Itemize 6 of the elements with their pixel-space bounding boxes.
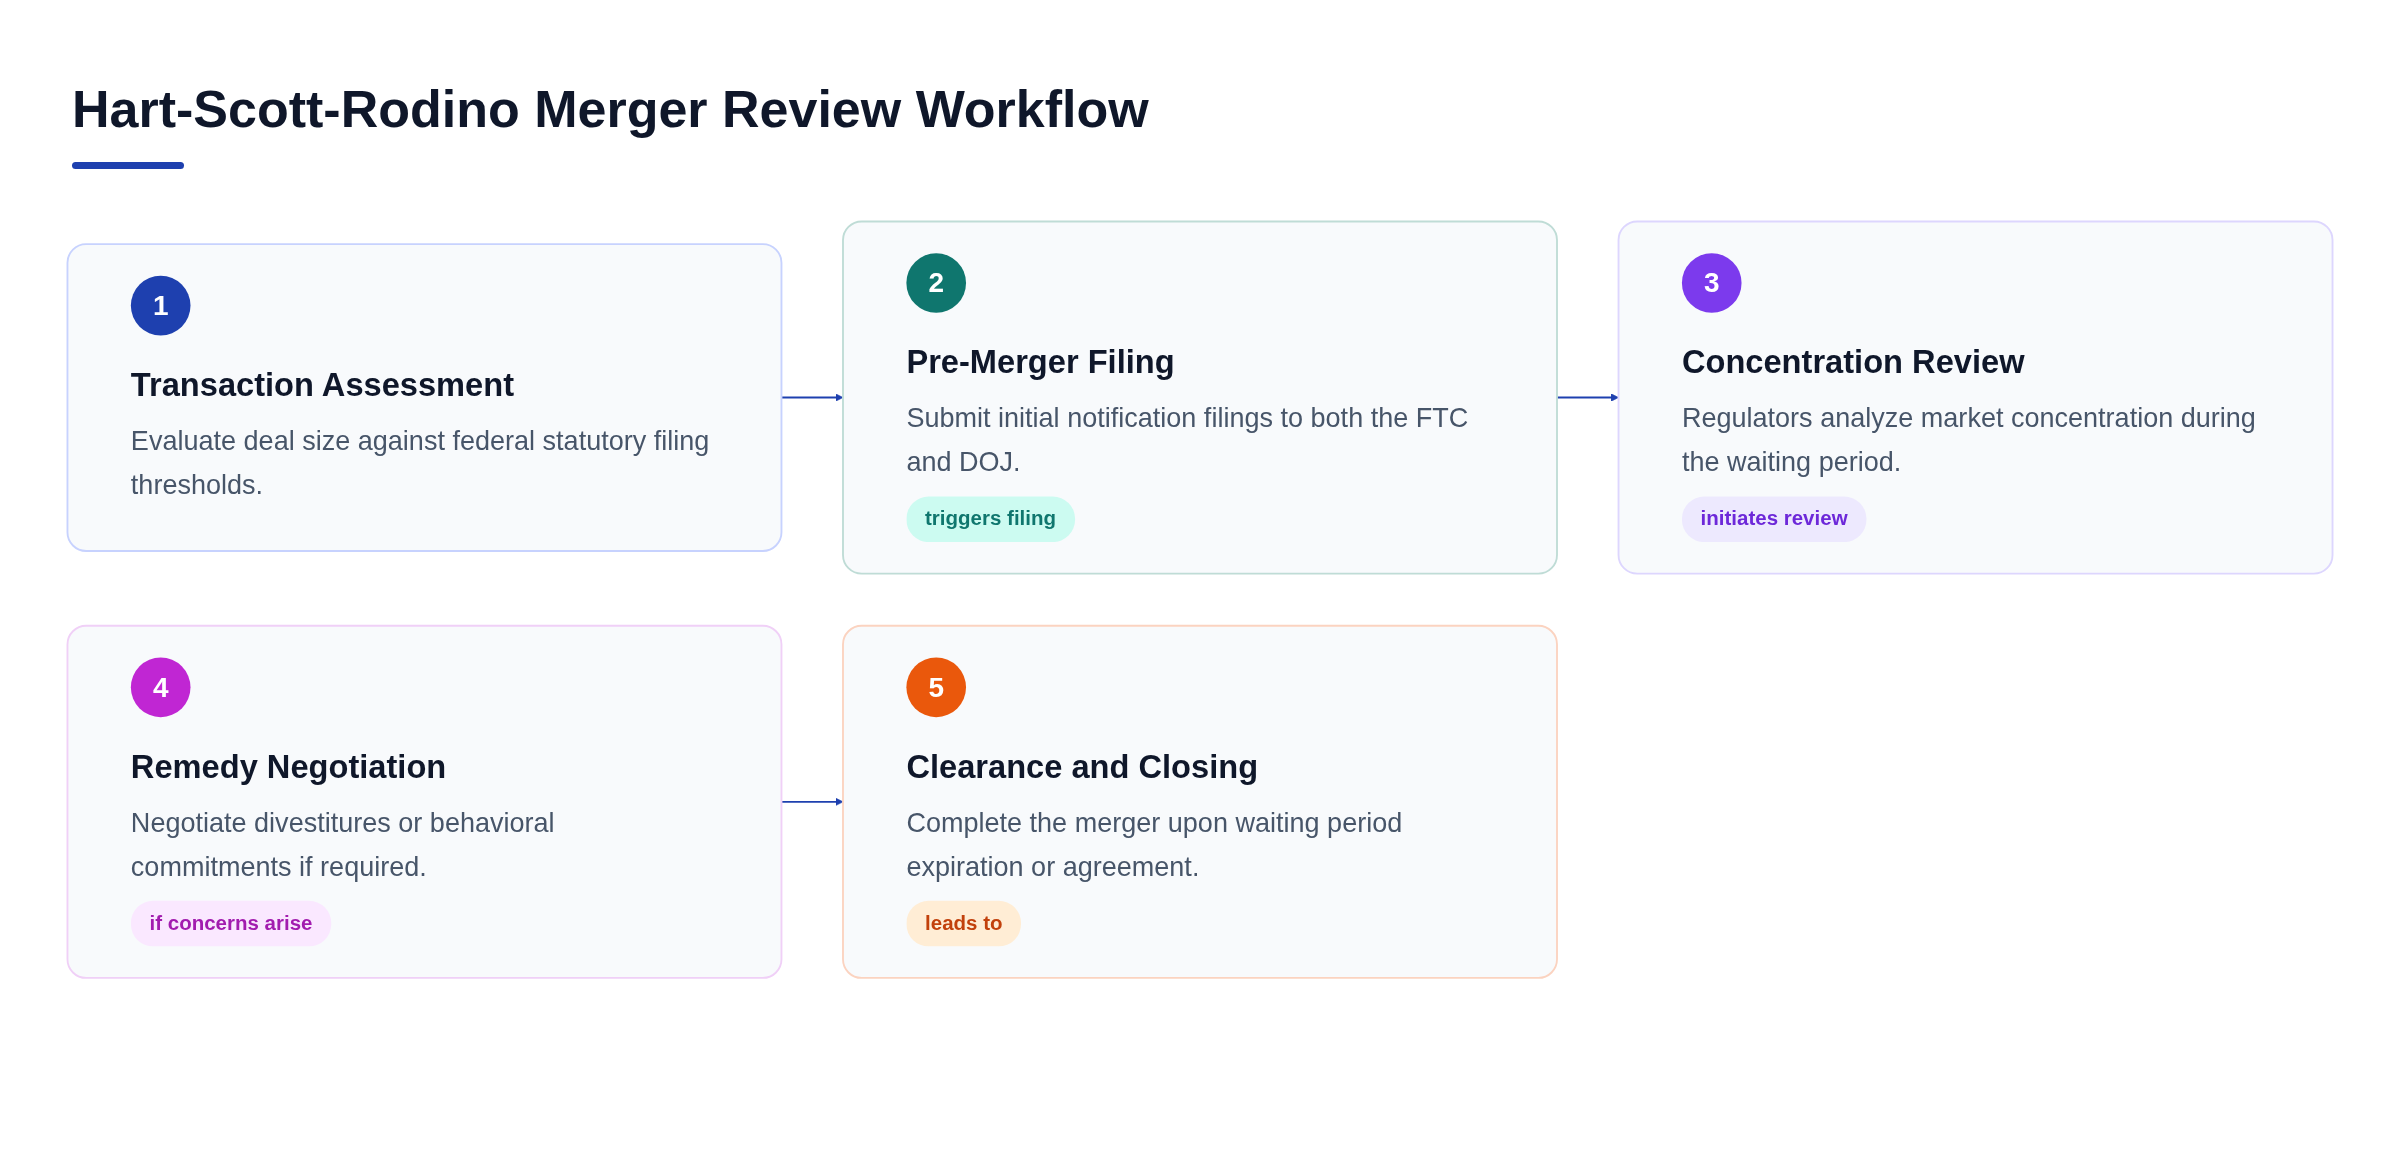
- node-box: 2 Pre-Merger Filing Submit initial notification filings to both the FTC and DOJ. triggers filing: [842, 220, 1558, 575]
- diagram-title: Hart-Scott-Rodino Merger Review Workflow: [72, 79, 1149, 140]
- node-box: 5 Clearance and Closing Complete the merger upon waiting period expiration or agreement. leads to: [842, 624, 1558, 979]
- node-box: 4 Remedy Negotiation Negotiate divestitures or behavioral commitments if required. if concerns arise: [66, 624, 783, 979]
- node-box: 3 Concentration Review Regulators analyze market concentration during the waiting period. initiates review: [1617, 220, 2334, 575]
- node-box: 1 Transaction Assessment Evaluate deal size against federal statutory filing thresholds.: [66, 243, 783, 552]
